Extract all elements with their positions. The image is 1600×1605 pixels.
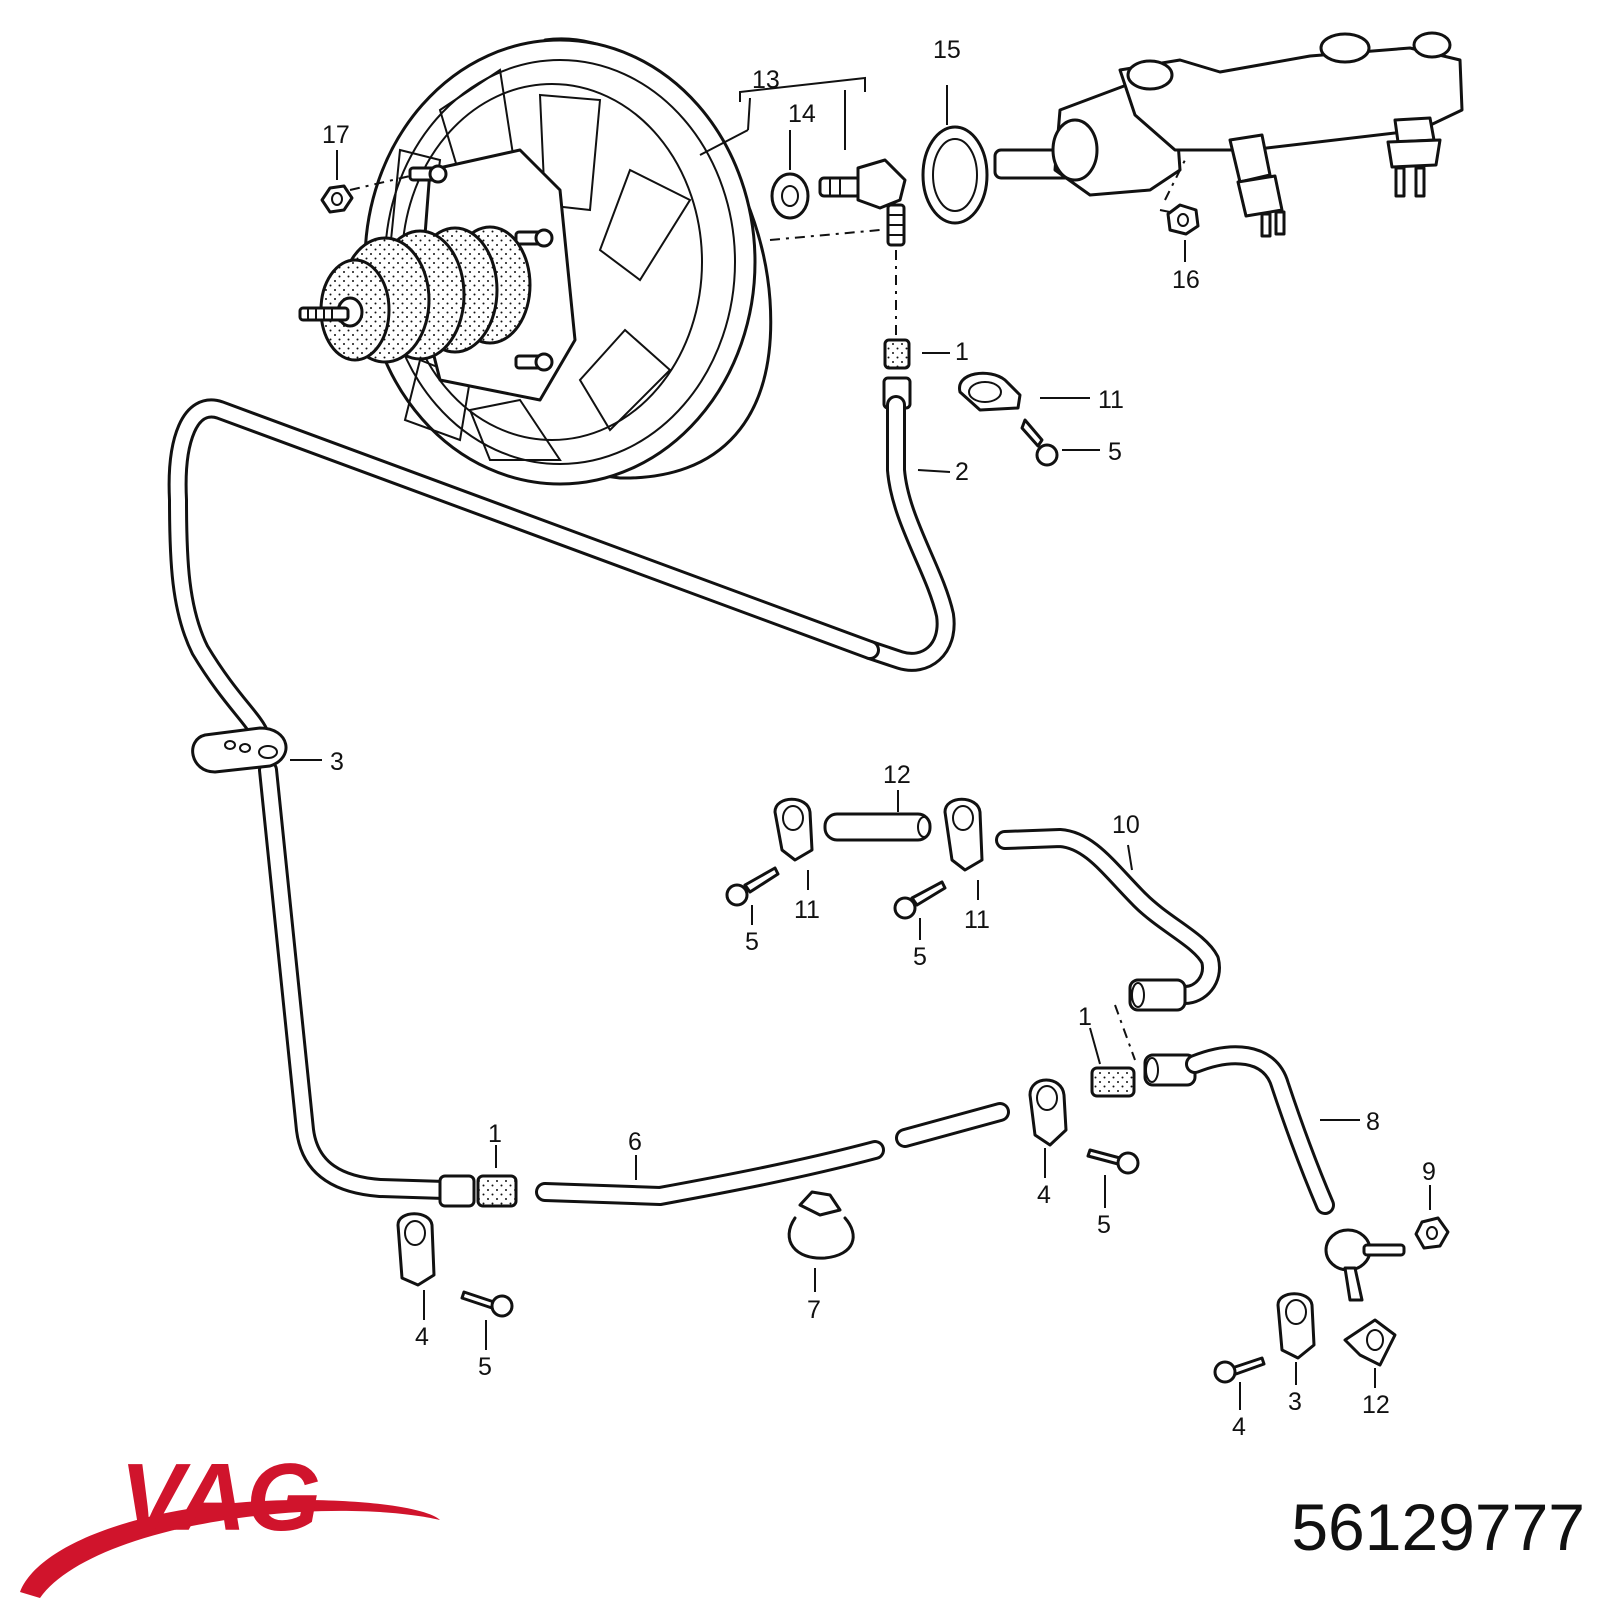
screw-5-upper	[1020, 418, 1100, 467]
callout-14: 14	[788, 100, 816, 128]
vacuum-hose-6	[535, 1102, 1010, 1206]
master-cylinder	[993, 31, 1464, 238]
clip-12-lower-right	[1343, 1318, 1397, 1388]
callout-12-mid: 12	[883, 761, 911, 789]
clip-3-lower-right	[1276, 1292, 1316, 1385]
hose-clamp-7	[787, 1190, 855, 1292]
callout-16: 16	[1172, 266, 1200, 294]
callout-11-mid-right: 11	[964, 906, 990, 934]
vacuum-hose-2	[860, 338, 956, 672]
callout-5-mid-right: 5	[913, 943, 927, 971]
connector-1-lower-right	[1089, 1004, 1136, 1098]
screw-5-mid-right	[893, 880, 947, 940]
callout-8: 8	[1366, 1108, 1380, 1136]
callout-11-top: 11	[1098, 386, 1124, 414]
screw-5-lower-right	[1213, 1356, 1266, 1410]
screw-5-lower-left	[460, 1290, 514, 1350]
vag-logo-swoosh	[20, 1500, 440, 1598]
callout-4-lower-left: 4	[415, 1323, 429, 1351]
nut-17	[320, 150, 354, 214]
callout-4-lower-mid: 4	[1037, 1181, 1051, 1209]
callout-1-lower-left: 1	[488, 1120, 502, 1148]
clip-11-upper	[958, 371, 1090, 412]
callout-10: 10	[1112, 811, 1140, 839]
vacuum-line-main	[167, 398, 880, 1208]
callout-5-mid-left: 5	[745, 928, 759, 956]
callout-2: 2	[955, 458, 969, 486]
vacuum-hose-8	[1143, 1045, 1360, 1215]
nut-16	[1166, 203, 1200, 262]
screw-5-lower-mid	[1086, 1148, 1140, 1208]
grommet-nut-14	[770, 130, 810, 220]
grommet-3	[191, 726, 288, 774]
callout-3-lower-right: 3	[1288, 1388, 1302, 1416]
callout-1-lower-right: 1	[1078, 1003, 1092, 1031]
callout-1-top: 1	[955, 338, 969, 366]
clip-4-lower-mid	[1028, 1078, 1068, 1178]
callout-3-left: 3	[330, 748, 344, 776]
callout-5-top: 5	[1108, 438, 1122, 466]
vag-logo-text: VAG	[120, 1444, 321, 1551]
check-valve-elbow	[818, 158, 907, 335]
clip-11-mid-right	[943, 797, 984, 900]
callout-9: 9	[1422, 1158, 1436, 1186]
clip-4-lower-left	[396, 1212, 436, 1320]
callout-7: 7	[807, 1296, 821, 1324]
check-valve-9-assembly	[1324, 1185, 1450, 1302]
callout-15: 15	[933, 36, 961, 64]
clip-11-mid-left	[773, 797, 814, 890]
screw-5-mid-left	[725, 866, 780, 925]
vacuum-hose-10	[995, 828, 1221, 1012]
part-number: 56129777	[1291, 1490, 1585, 1564]
callout-5-lower-left: 5	[478, 1353, 492, 1381]
callout-11-mid-left: 11	[794, 896, 820, 924]
callout-17: 17	[322, 121, 350, 149]
callout-4-lower-right: 4	[1232, 1413, 1246, 1441]
callout-labels: 1 2 11 5 13 14 15 16 17 3 12 10 11 11 5 …	[322, 36, 1436, 1441]
callout-12-lower-right: 12	[1362, 1391, 1390, 1419]
label-13-bracket	[699, 76, 866, 156]
seal-ring-15	[921, 85, 989, 225]
connector-1-lower-left	[476, 1145, 518, 1208]
callout-5-lower-mid: 5	[1097, 1211, 1111, 1239]
vag-logo: VAG	[20, 1444, 440, 1598]
callout-13: 13	[752, 66, 780, 94]
callout-6: 6	[628, 1128, 642, 1156]
tube-12-mid	[823, 790, 932, 842]
